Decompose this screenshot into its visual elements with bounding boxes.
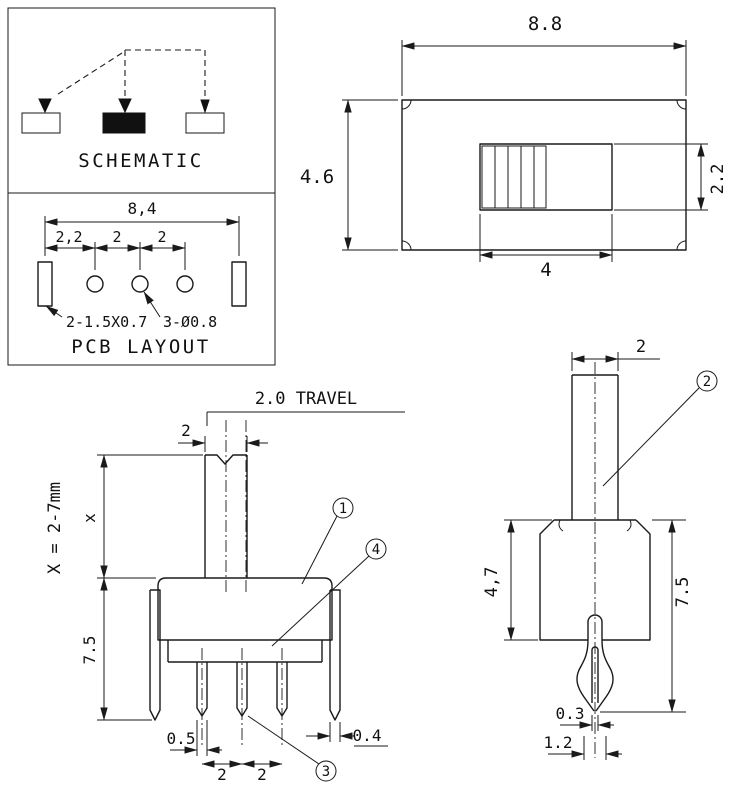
pcb-dimensions (44, 216, 240, 318)
pcb-hole-2 (131, 275, 149, 293)
dim-pin-width: 0.5 (167, 729, 196, 748)
dim-knob-depth: 2 (636, 337, 646, 357)
dim-leg-width: 0.4 (353, 726, 382, 745)
pin-centerlines (201, 648, 283, 748)
pcb-hole-1 (86, 275, 104, 293)
body-front (157, 577, 333, 641)
dim-top-depth: 4.6 (300, 166, 334, 188)
pcb-pad-right (231, 261, 247, 307)
balloon-1: 1 (332, 497, 354, 519)
schematic-view: SCHEMATIC (21, 49, 225, 172)
actuator-front (204, 454, 248, 578)
balloon-2-label: 2 (703, 374, 711, 390)
dim-total-height: 7.5 (673, 577, 693, 608)
dim-peg-slot: 0.3 (556, 704, 585, 723)
panel-border (7, 7, 276, 366)
schematic-pcb-panel: SCHEMATIC 8,4 2,2 2 2 2-1.5X0.7 (7, 7, 276, 366)
dim-side-body-height: 4,7 (482, 567, 502, 598)
note-shaft-range: X = 2-7mm (45, 482, 65, 574)
base-front (167, 640, 323, 663)
side-view: 2 4,7 7.5 0.3 1.2 2 (482, 337, 718, 760)
front-view-dimensions (97, 411, 405, 768)
body-top-notches (558, 519, 632, 532)
dim-pcb-pad-to-hole: 2,2 (55, 228, 82, 246)
slider-knob (481, 145, 547, 209)
note-pads: 2-1.5X0.7 (66, 313, 147, 331)
note-travel: 2.0 TRAVEL (255, 389, 357, 409)
dim-pcb-overall: 8,4 (128, 199, 157, 218)
balloon-3: 3 (315, 760, 337, 782)
dim-pcb-pitch-1: 2 (112, 228, 121, 246)
arrow-right-icon (200, 99, 210, 114)
dim-pcb-pitch-2: 2 (157, 228, 166, 246)
dim-front-body-height: 7.5 (80, 636, 99, 665)
pcb-pad-left (37, 261, 53, 307)
slider-slot (479, 143, 613, 211)
body-side (539, 519, 651, 641)
balloon-1-label: 1 (339, 501, 347, 517)
dim-pin-pitch-2: 2 (257, 765, 267, 784)
top-view-body (401, 99, 687, 251)
top-view-dimensions (342, 40, 708, 262)
balloon-3-label: 3 (322, 764, 330, 780)
pcb-title: PCB LAYOUT (71, 336, 210, 358)
dim-pin-pitch-1: 2 (217, 765, 227, 784)
schematic-contact-left (21, 112, 61, 134)
schematic-title: SCHEMATIC (78, 150, 203, 172)
dim-knob-width: 2 (181, 421, 191, 440)
balloon-4: 4 (365, 538, 387, 560)
actuator-centerlines (225, 420, 247, 595)
mount-leg-right (329, 589, 341, 721)
actuator-side (571, 374, 619, 520)
dim-peg-width: 1.2 (544, 733, 573, 752)
front-view: 2.0 TRAVEL 2 x X = 2-7mm 7.5 0.5 2 2 0.4… (45, 389, 405, 784)
balloon-4-label: 4 (372, 542, 380, 558)
arrow-left-icon (38, 98, 52, 114)
schematic-contact-right (185, 112, 225, 134)
balloon-2: 2 (696, 370, 718, 392)
dim-slot-width: 4 (540, 259, 551, 281)
note-holes: 3-Ø0.8 (163, 313, 217, 331)
top-view: 8.8 4.6 2.2 4 (300, 13, 728, 281)
snap-peg (576, 639, 614, 712)
mount-leg-left (149, 589, 161, 721)
arrow-middle-icon (118, 98, 132, 114)
pcb-layout-view: 8,4 2,2 2 2 2-1.5X0.7 3-Ø0.8 PCB LAYOUT (37, 199, 247, 358)
dim-shaft-height: x (80, 513, 99, 523)
knob-serrations (494, 146, 535, 208)
dim-slot-height: 2.2 (708, 164, 728, 195)
schematic-wiring (54, 49, 206, 98)
corner-notches (401, 99, 687, 251)
schematic-contact-middle (102, 112, 146, 134)
side-view-dimensions (504, 352, 700, 760)
pcb-hole-3 (176, 275, 194, 293)
dim-top-width: 8.8 (528, 13, 562, 35)
